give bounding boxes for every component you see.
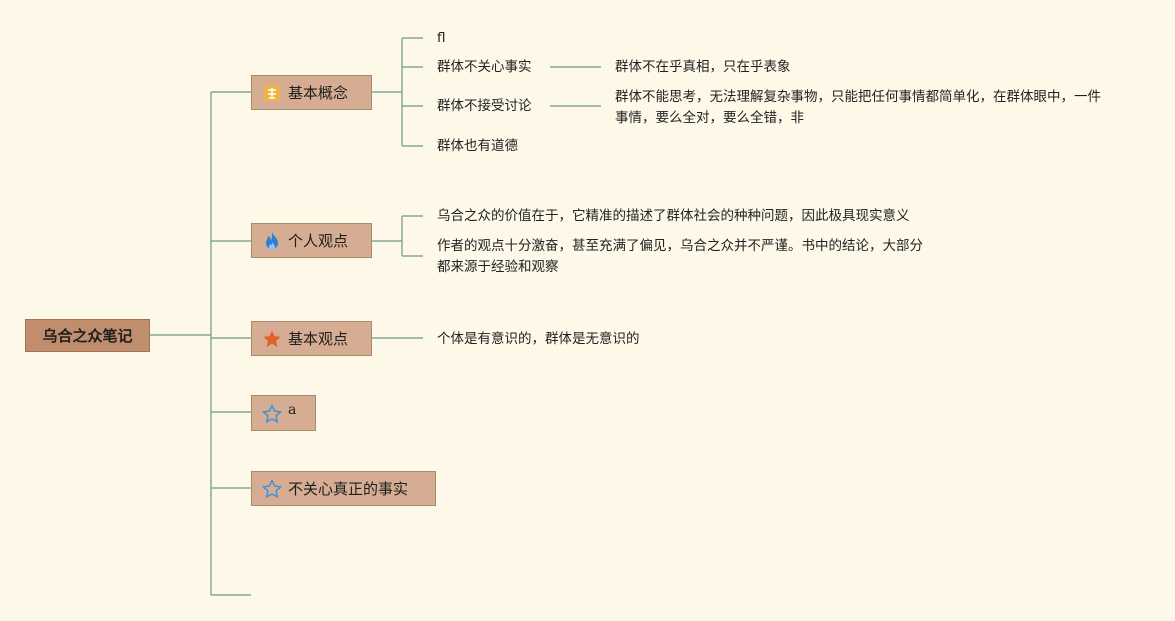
branch-node-personal-view[interactable]: 个人观点 [251,223,372,258]
star-outline-icon [262,478,282,499]
branch-node-truth[interactable]: 不关心真正的事实 [251,471,436,506]
leaf-has-morality[interactable]: 群体也有道德 [437,138,518,154]
leaf-not-care-facts[interactable]: 群体不关心事实 [437,59,532,75]
branch-node-a[interactable]: a [251,395,316,431]
branch-label: 基本概念 [288,84,349,102]
leaf-detail-no-thinking[interactable]: 群体不能思考，无法理解复杂事物，只能把任何事情都简单化，在群体眼中，一件事情，要… [615,89,1101,126]
star-filled-icon [262,329,282,349]
leaf-fl[interactable]: fl [437,30,446,46]
leaf-author-bias[interactable]: 作者的观点十分激奋，甚至充满了偏见，乌合之众并不严谨。书中的结论，大部分都来源于… [437,238,923,275]
branch-node-basic-concepts[interactable]: 基本概念 [251,75,372,110]
leaf-individual-conscious[interactable]: 个体是有意识的，群体是无意识的 [437,331,640,347]
root-label: 乌合之众笔记 [42,327,133,345]
leaf-value[interactable]: 乌合之众的价值在于，它精准的描述了群体社会的种种问题，因此极具现实意义 [437,208,910,224]
leaf-no-discussion[interactable]: 群体不接受讨论 [437,98,532,114]
branch-node-basic-views[interactable]: 基本观点 [251,321,372,356]
branch-label: 个人观点 [288,232,349,250]
chinese-character-icon [262,83,282,103]
flame-icon [262,231,282,251]
leaf-detail-truth[interactable]: 群体不在乎真相，只在乎表象 [615,59,791,75]
branch-label: 基本观点 [288,330,349,348]
star-outline-icon [262,404,282,424]
branch-label: a [288,402,297,418]
branch-label: 不关心真正的事实 [288,480,409,498]
root-node[interactable]: 乌合之众笔记 [25,319,150,352]
